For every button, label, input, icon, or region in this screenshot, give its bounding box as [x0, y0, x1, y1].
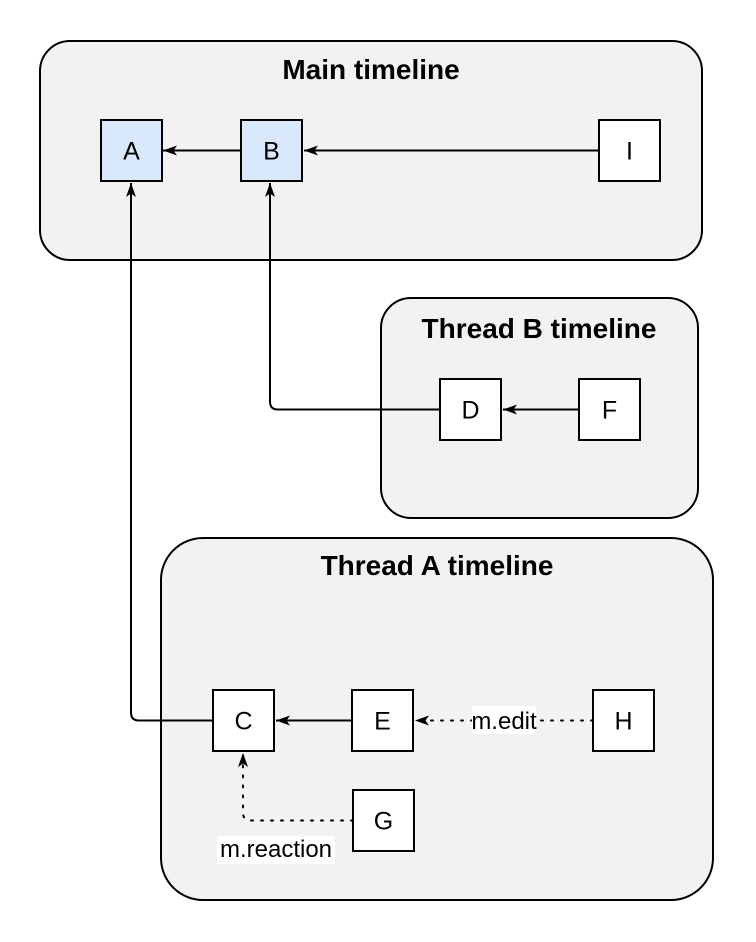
node-c-label: C	[234, 708, 252, 736]
node-c-box	[212, 689, 275, 752]
edge-label-bg	[217, 836, 335, 864]
node-a: A	[100, 119, 163, 182]
thread-a-timeline-title: Thread A timeline	[321, 550, 554, 581]
thread-b-timeline-container: Thread B timeline	[380, 297, 699, 519]
thread-b-timeline-box	[380, 297, 699, 519]
node-e: E	[351, 689, 414, 752]
node-d-box	[439, 378, 502, 441]
thread-b-timeline-title: Thread B timeline	[422, 313, 657, 344]
node-b-label: B	[263, 138, 280, 166]
node-f-box	[578, 378, 641, 441]
node-i-box	[598, 119, 661, 182]
edge-g-to-c-reaction	[238, 752, 354, 822]
node-g-box	[352, 789, 415, 852]
node-h-label: H	[614, 708, 632, 736]
node-i: I	[598, 119, 661, 182]
edge-c-to-a	[126, 183, 213, 722]
node-a-box	[100, 119, 163, 182]
node-d-label: D	[461, 397, 479, 425]
node-e-box	[351, 689, 414, 752]
node-e-label: E	[374, 708, 391, 736]
node-i-label: I	[626, 138, 633, 166]
edge-label-text: m.edit	[471, 708, 537, 735]
node-a-label: A	[123, 138, 140, 166]
thread-a-timeline-container: Thread A timeline	[160, 537, 714, 901]
main-timeline-title: Main timeline	[282, 54, 459, 85]
edge-label-m-reaction: m.reaction	[217, 836, 335, 864]
node-g: G	[352, 789, 415, 852]
edge-d-to-b	[265, 183, 440, 411]
thread-a-timeline-box	[160, 537, 714, 901]
node-f: F	[578, 378, 641, 441]
node-f-label: F	[602, 397, 617, 425]
edge-label-bg	[472, 706, 536, 734]
node-g-label: G	[374, 808, 393, 836]
node-h-box	[592, 689, 655, 752]
node-c: C	[212, 689, 275, 752]
node-d: D	[439, 378, 502, 441]
edge-label-m-edit: m.edit	[471, 706, 537, 735]
node-h: H	[592, 689, 655, 752]
edge-label-text: m.reaction	[220, 836, 332, 863]
node-b-box	[240, 119, 303, 182]
node-b: B	[240, 119, 303, 182]
